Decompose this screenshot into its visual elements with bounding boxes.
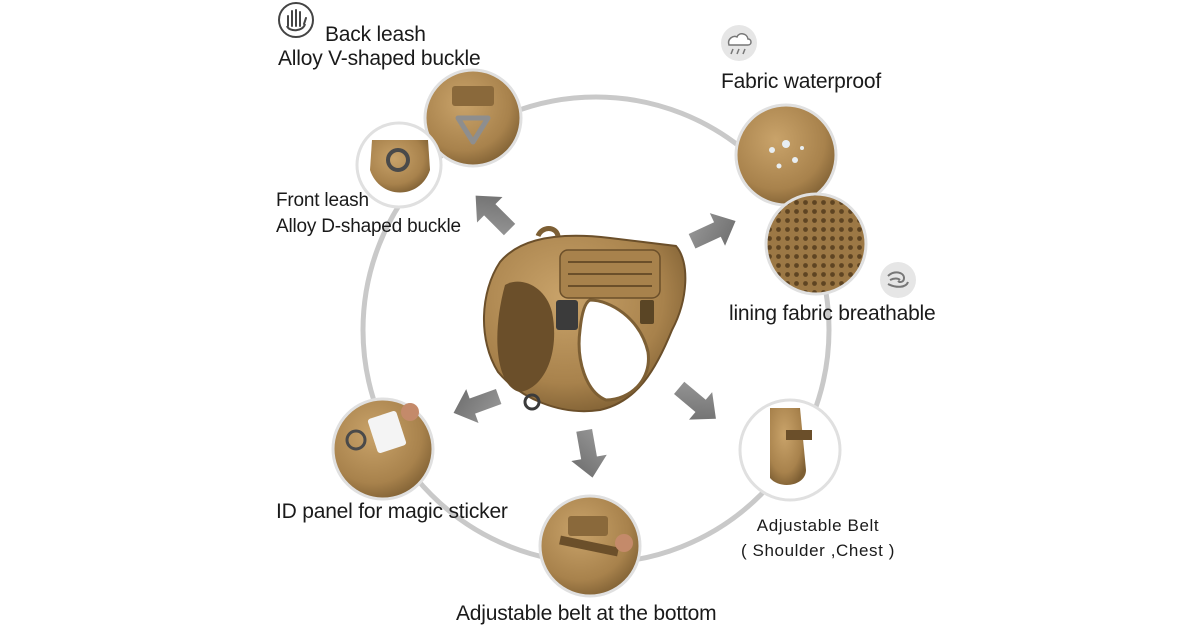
arrow-to-shoulder-belt [674,381,716,420]
rain-cloud-icon [721,25,757,61]
waterproof-fabric-photo [734,103,838,207]
id-panel-label: ID panel for magic sticker [276,500,508,523]
breathable-mesh-photo [764,192,868,296]
hand-icon [278,2,314,38]
air-swirl-icon [880,262,916,298]
arrow-to-id-panel [453,388,502,423]
adjustable-shoulder-belt-photo [738,398,842,502]
front-leash-subtitle: Alloy D-shaped buckle [276,216,461,237]
lining-fabric-label: lining fabric breathable [729,302,936,325]
adjustable-belt-title: Adjustable Belt [756,516,880,535]
adjustable-belt-subtitle: ( Shoulder ,Chest ) [740,541,896,560]
front-leash-title: Front leash [276,190,369,211]
adjustable-bottom-label: Adjustable belt at the bottom [456,602,717,625]
harness-product-image [483,226,687,413]
adjustable-bottom-belt-photo [538,494,642,598]
front-leash-detail-photo [355,121,443,209]
id-panel-photo [331,397,435,501]
back-leash-title: Back leash [325,23,426,46]
fabric-waterproof-label: Fabric waterproof [721,70,881,93]
arrow-to-front-leash [475,195,516,236]
arrow-to-bottom-belt [571,428,607,478]
back-leash-detail-photo [423,68,523,168]
back-leash-subtitle: Alloy V-shaped buckle [278,47,481,70]
arrow-to-waterproof [688,213,736,249]
